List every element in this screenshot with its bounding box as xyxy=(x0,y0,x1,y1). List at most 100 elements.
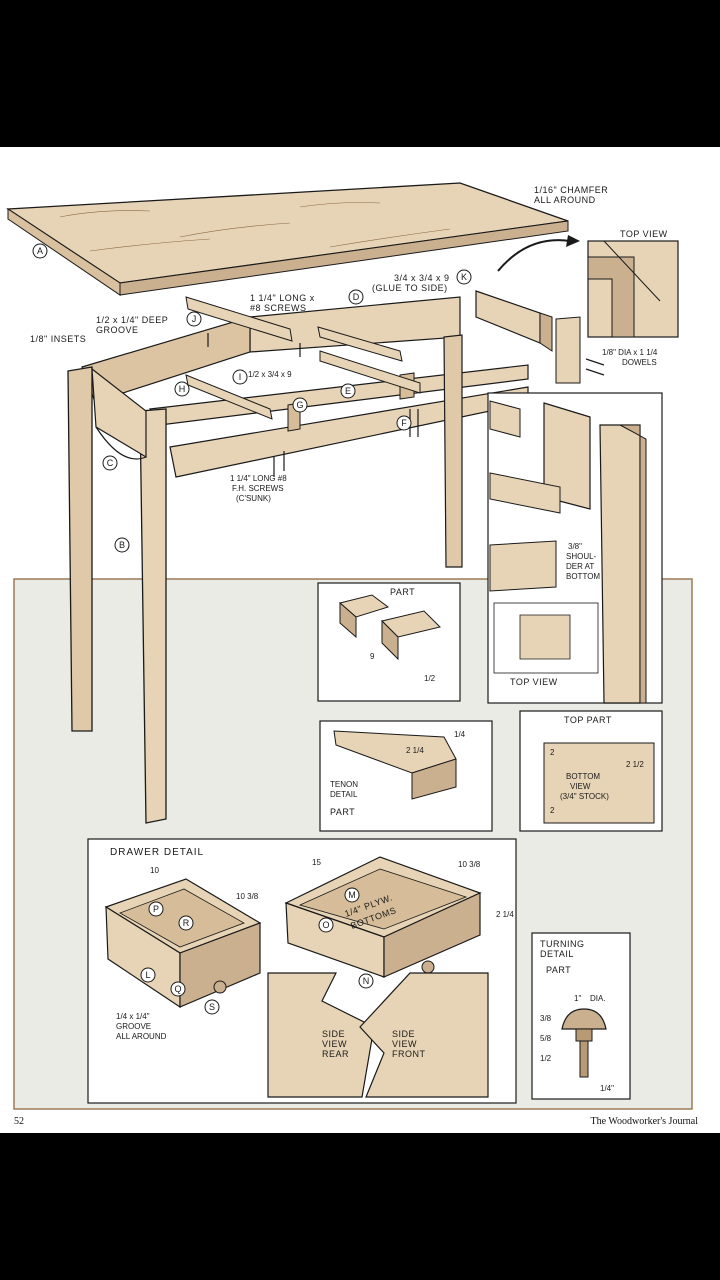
top-view-title: TOP VIEW xyxy=(620,229,668,239)
callout-h: H xyxy=(174,381,190,397)
shoulder-note-4: BOTTOM xyxy=(566,572,600,581)
bottom-view-3: (3/4" STOCK) xyxy=(560,792,609,801)
dim-turn-dia: DIA. xyxy=(590,994,606,1003)
svg-text:P: P xyxy=(153,904,159,914)
part-j-title: PART xyxy=(330,807,355,817)
callout-k: K xyxy=(456,269,472,285)
page-number: 52 xyxy=(14,1116,24,1127)
dim-drawer-10: 10 xyxy=(150,866,159,875)
screws-top-note-1: 1 1/4" LONG x xyxy=(250,293,315,303)
callout-q: Q xyxy=(170,981,186,997)
dowels-note-1: 1/8" DIA x 1 1/4 xyxy=(602,348,658,357)
callout-e: E xyxy=(340,383,356,399)
dim-h-half: 1/2 xyxy=(424,674,436,683)
turning-title-2: DETAIL xyxy=(540,949,574,959)
manual-page: TOP VIEW TOP VIEW PART 9 1/2 TENON DETAI… xyxy=(0,147,720,1133)
callout-l: L xyxy=(140,967,156,983)
dim-turn-14: 1/4" xyxy=(600,1084,614,1093)
callout-a: A xyxy=(32,243,48,259)
svg-text:F: F xyxy=(401,418,407,428)
dim-drawer-10-38b: 10 3/8 xyxy=(458,860,481,869)
drawer-title: DRAWER DETAIL xyxy=(110,847,204,858)
svg-text:G: G xyxy=(296,400,303,410)
dim-drawer-10-38: 10 3/8 xyxy=(236,892,259,901)
svg-text:H: H xyxy=(179,384,186,394)
dim-top-2c: 2 xyxy=(550,806,555,815)
side-rear-1: SIDE xyxy=(322,1029,345,1039)
dim-turn-58: 5/8 xyxy=(540,1034,552,1043)
svg-text:M: M xyxy=(348,890,356,900)
shoulder-note-3: DER AT xyxy=(566,562,594,571)
publication-name: The Woodworker's Journal xyxy=(590,1116,698,1127)
k-glue-note-1: 3/4 x 3/4 x 9 xyxy=(394,273,450,283)
side-rear-3: REAR xyxy=(322,1049,349,1059)
callout-s: S xyxy=(204,999,220,1015)
dim-turn-half: 1/2 xyxy=(540,1054,552,1063)
callout-i: I xyxy=(232,369,248,385)
svg-text:D: D xyxy=(353,292,360,302)
svg-text:B: B xyxy=(119,540,125,550)
callout-b: B xyxy=(114,537,130,553)
callout-r: R xyxy=(178,915,194,931)
shoulder-note-1: 3/8" xyxy=(568,542,582,551)
top-part-a-title: TOP PART xyxy=(564,715,612,725)
dim-drawer-2-14: 2 1/4 xyxy=(496,910,514,919)
svg-text:K: K xyxy=(461,272,467,282)
callout-n: N xyxy=(358,973,374,989)
leg-joint-detail: TOP VIEW xyxy=(487,392,663,704)
callout-c: C xyxy=(102,455,118,471)
dim-tenon-a: 2 1/4 xyxy=(406,746,424,755)
top-view-2-title: TOP VIEW xyxy=(510,677,558,687)
i-part-note: 1/2 x 3/4 x 9 xyxy=(248,370,292,379)
table-top xyxy=(6,182,569,296)
bottom-view-1: BOTTOM xyxy=(566,772,600,781)
dim-tenon-b: 1/4 xyxy=(454,730,466,739)
table-plan-drawing: TOP VIEW TOP VIEW PART 9 1/2 TENON DETAI… xyxy=(6,182,693,1110)
dowels-note-2: DOWELS xyxy=(622,358,657,367)
tenon-detail: TENON DETAIL PART 2 1/4 1/4 xyxy=(319,720,493,832)
callout-p: P xyxy=(148,901,164,917)
chamfer-note-2: ALL AROUND xyxy=(534,195,596,205)
top-part-a-detail: TOP PART BOTTOM VIEW (3/4" STOCK) 2 2 1/… xyxy=(519,710,663,832)
dim-top-2b: 2 1/2 xyxy=(626,760,644,769)
callout-f: F xyxy=(396,415,412,431)
svg-text:N: N xyxy=(363,976,370,986)
fh-screws-note-1: 1 1/4" LONG #8 xyxy=(230,474,287,483)
groove-all-2: GROOVE xyxy=(116,1022,151,1031)
side-front-1: SIDE xyxy=(392,1029,415,1039)
groove-note-2: GROOVE xyxy=(96,325,139,335)
tenon-title-1: TENON xyxy=(330,780,358,789)
turning-detail: TURNING DETAIL PART 1" DIA. 3/8 5/8 1/2 … xyxy=(531,932,631,1100)
svg-text:O: O xyxy=(322,920,329,930)
screws-top-note-2: #8 SCREWS xyxy=(250,303,307,313)
side-rear-2: VIEW xyxy=(322,1039,347,1049)
fh-screws-note-2: F.H. SCREWS xyxy=(232,484,284,493)
dim-turn-38: 3/8 xyxy=(540,1014,552,1023)
table-frame xyxy=(67,235,605,824)
svg-text:Q: Q xyxy=(174,984,181,994)
bottom-view-2: VIEW xyxy=(570,782,591,791)
callout-o: O xyxy=(318,917,334,933)
svg-text:A: A xyxy=(37,246,43,256)
callout-d: D xyxy=(348,289,364,305)
svg-text:E: E xyxy=(345,386,351,396)
side-front-2: VIEW xyxy=(392,1039,417,1049)
callout-g: G xyxy=(292,397,308,413)
svg-text:C: C xyxy=(107,458,114,468)
part-h-title: PART xyxy=(390,587,415,597)
part-h-detail: PART 9 1/2 xyxy=(317,582,461,702)
dim-top-2: 2 xyxy=(550,748,555,757)
part-callouts: A B C D E F G H I J K L M N O P Q R S xyxy=(32,243,472,1015)
dim-turn-1: 1" xyxy=(574,994,581,1003)
callout-m: M xyxy=(344,887,360,903)
fh-screws-note-3: (C'SUNK) xyxy=(236,494,271,503)
shoulder-note-2: SHOUL- xyxy=(566,552,597,561)
dim-h-nine: 9 xyxy=(370,652,375,661)
svg-text:S: S xyxy=(209,1002,215,1012)
svg-text:L: L xyxy=(145,970,150,980)
side-front-3: FRONT xyxy=(392,1049,426,1059)
svg-text:R: R xyxy=(183,918,190,928)
callout-j: J xyxy=(186,311,202,327)
top-view-detail: TOP VIEW xyxy=(587,229,679,338)
groove-all-3: ALL AROUND xyxy=(116,1032,167,1041)
